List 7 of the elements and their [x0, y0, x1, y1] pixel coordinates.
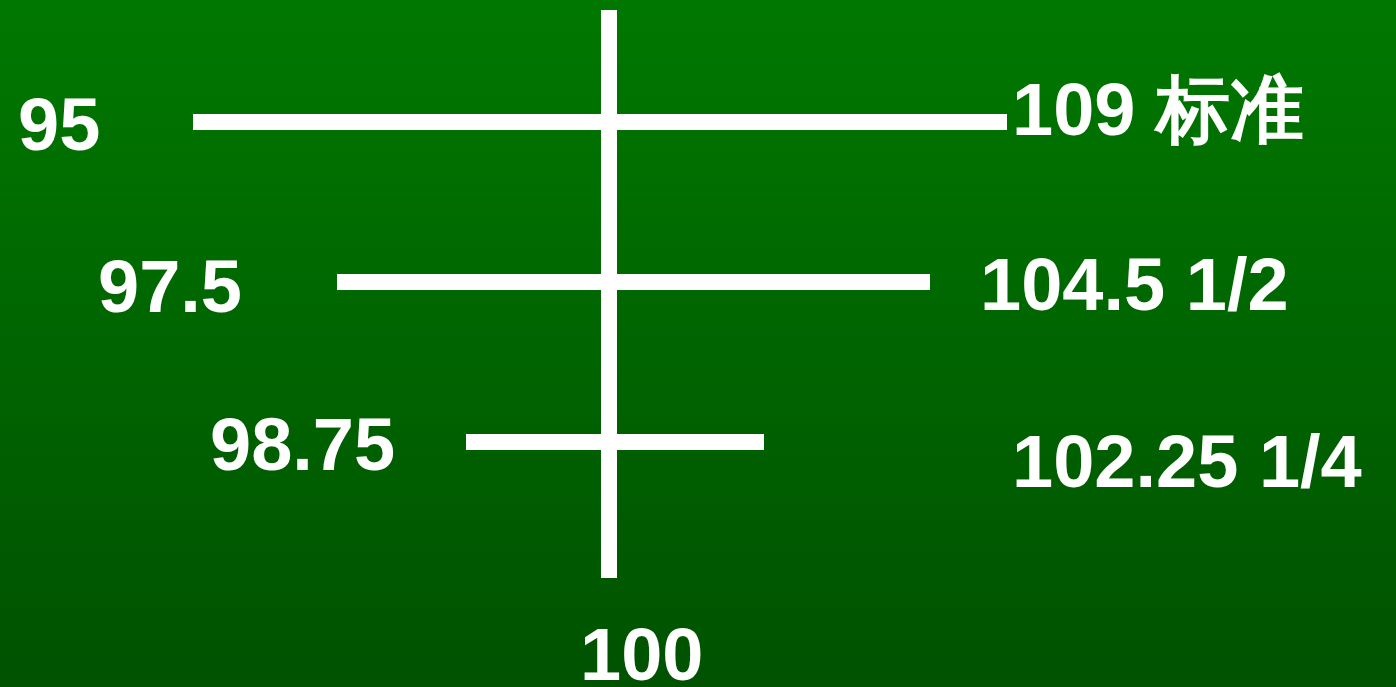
value-label: 109 标准 — [1012, 73, 1305, 147]
value-label: 95 — [18, 88, 101, 162]
value-label: 97.5 — [98, 250, 243, 324]
value-label: 104.5 1/2 — [980, 248, 1289, 322]
value-label: 98.75 — [210, 408, 396, 482]
value-label: 102.25 1/4 — [1012, 425, 1362, 499]
value-label: 100 — [580, 618, 704, 687]
